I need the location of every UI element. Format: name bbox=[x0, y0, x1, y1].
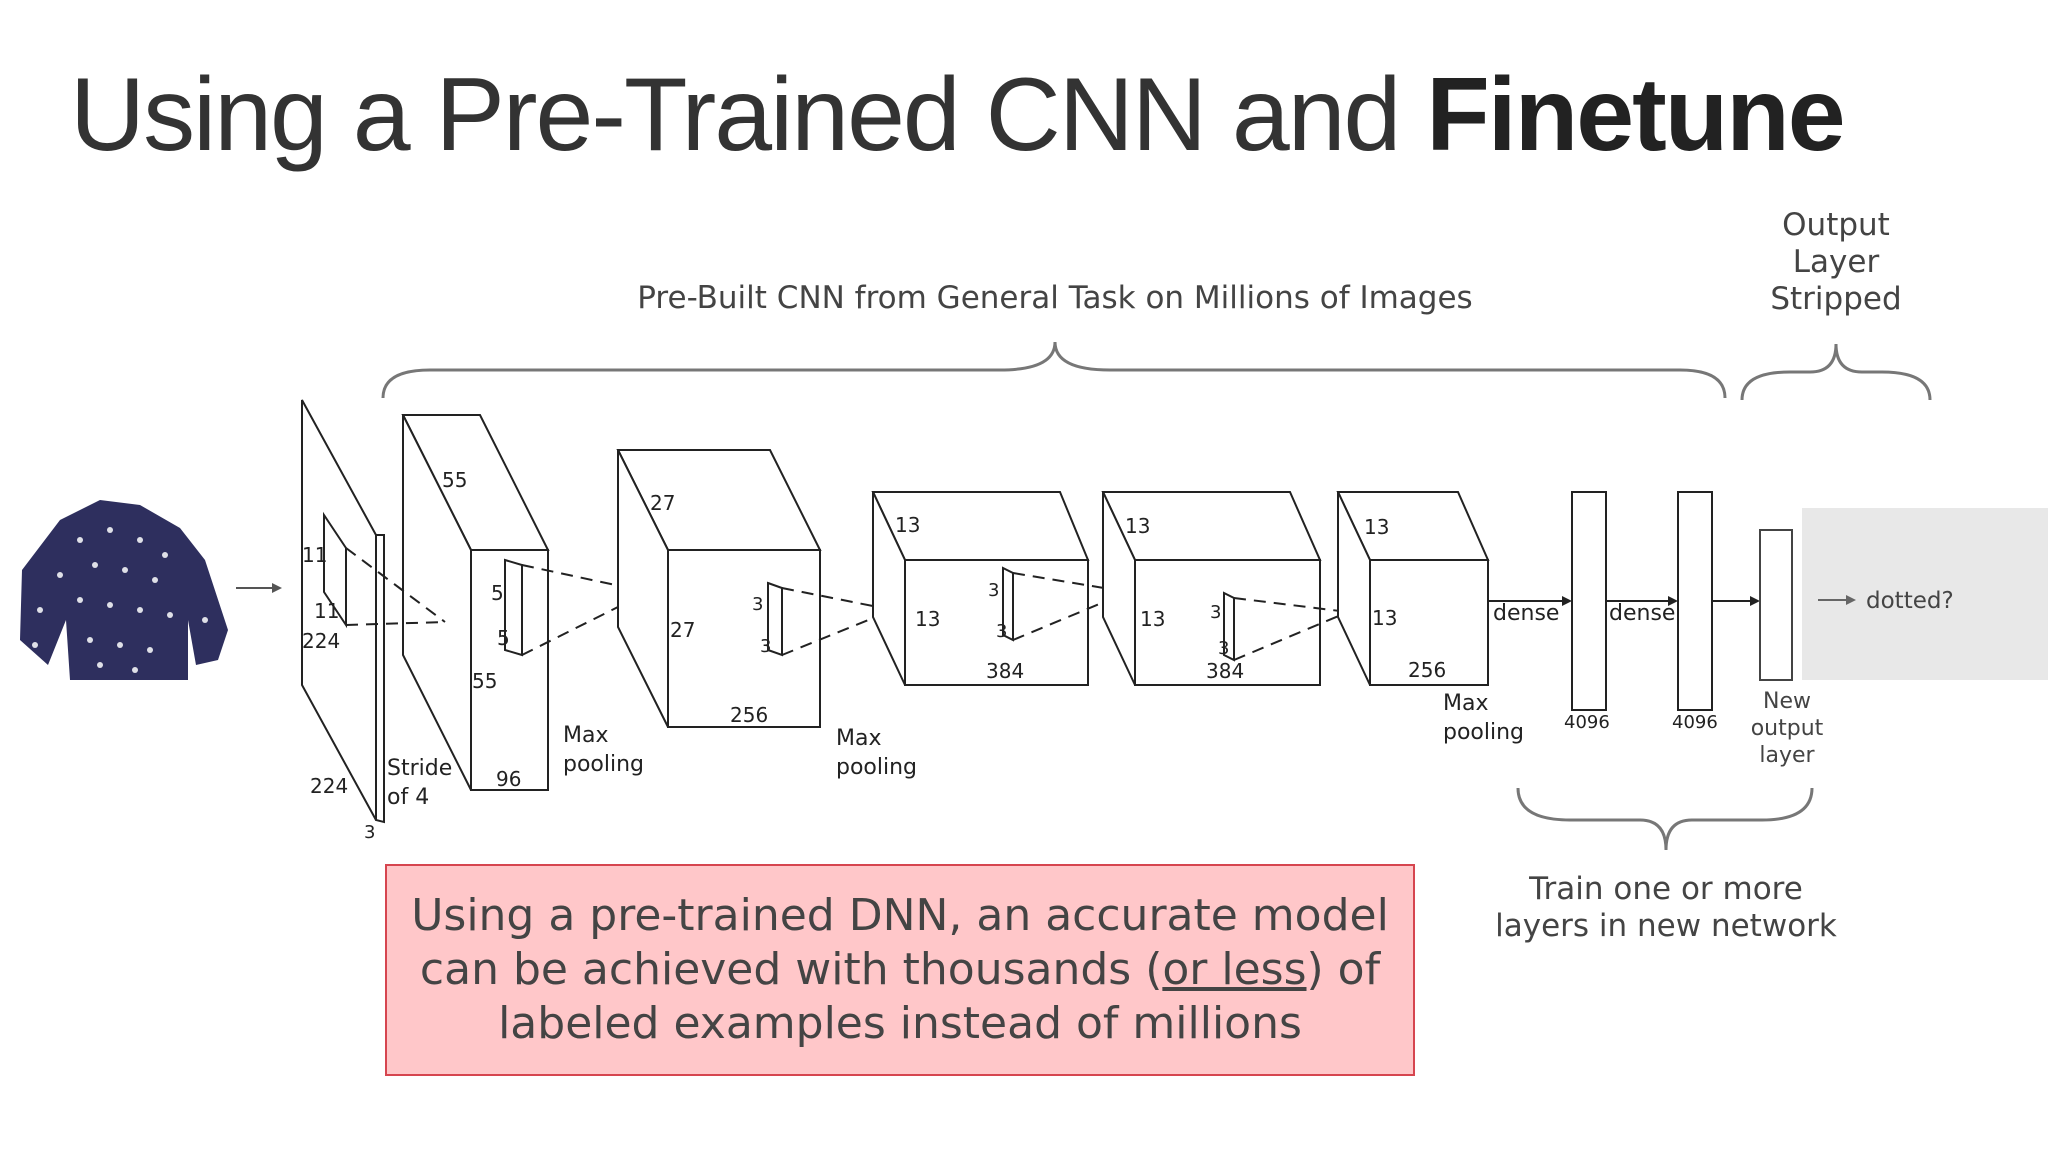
conv1-label-55b: 55 bbox=[472, 669, 497, 693]
pool1-label-2: pooling bbox=[563, 752, 644, 777]
slide-title: Using a Pre-Trained CNN and Finetune bbox=[70, 56, 1846, 175]
conv2-volume: 27 27 256 3 3 bbox=[616, 449, 822, 728]
conv4-volume: 13 13 384 3 3 bbox=[1101, 491, 1322, 686]
conv1-label-96: 96 bbox=[496, 767, 521, 791]
input-size-label-2: 224 bbox=[310, 774, 348, 798]
conv5-label-13b: 13 bbox=[1372, 606, 1397, 630]
dense1-label: dense bbox=[1493, 601, 1559, 626]
conv3-volume: 13 13 384 3 3 bbox=[871, 491, 1090, 686]
callout-text-part2: ) of labeled examples instead of million… bbox=[498, 944, 1381, 1049]
input-volume: 11 11 224 224 3 bbox=[301, 399, 385, 843]
callout-text-part1: Using a pre-trained DNN, an accurate mod… bbox=[411, 890, 1389, 995]
stripped-caption-3: Stripped bbox=[1770, 281, 1901, 317]
conv2-kernel-label-1: 3 bbox=[752, 594, 763, 615]
callout-box: Using a pre-trained DNN, an accurate mod… bbox=[385, 864, 1415, 1076]
stripped-brace bbox=[1740, 343, 1932, 401]
callout-underlined-text: or less bbox=[1162, 944, 1307, 995]
title-text: Using a Pre-Trained CNN and bbox=[70, 57, 1427, 173]
conv4-kernel-label-1: 3 bbox=[1210, 602, 1221, 623]
output-arrow-head bbox=[1750, 596, 1760, 606]
conv3-label-13a: 13 bbox=[895, 513, 920, 537]
input-size-label-1: 224 bbox=[302, 629, 340, 653]
pool3-label-2: pooling bbox=[1443, 720, 1524, 745]
dotted-arrow-head bbox=[1846, 595, 1856, 605]
stripped-caption-1: Output bbox=[1782, 207, 1890, 243]
conv2-label-27b: 27 bbox=[670, 618, 695, 642]
input-depth-label: 3 bbox=[364, 822, 375, 843]
conv3-kernel-label-1: 3 bbox=[988, 580, 999, 601]
conv1-kernel-label-1: 5 bbox=[491, 581, 504, 605]
conv2-label-256: 256 bbox=[730, 703, 768, 727]
stripped-caption-2: Layer bbox=[1793, 244, 1880, 280]
dotted-label: dotted? bbox=[1866, 588, 1954, 614]
callout-text: Using a pre-trained DNN, an accurate mod… bbox=[411, 889, 1389, 1051]
conv2-kernel-label-2: 3 bbox=[760, 636, 771, 657]
conv2-label-27a: 27 bbox=[650, 491, 675, 515]
train-caption-2: layers in new network bbox=[1495, 908, 1837, 944]
train-caption-1: Train one or more bbox=[1528, 871, 1803, 907]
conv3-label-13b: 13 bbox=[915, 607, 940, 631]
conv1-kernel-label-2: 5 bbox=[497, 626, 510, 650]
new-output-layer bbox=[1759, 529, 1793, 681]
conv1-volume: 55 55 96 5 5 bbox=[401, 414, 550, 791]
new-output-label-2: output bbox=[1751, 716, 1824, 741]
conv4-label-384: 384 bbox=[1206, 659, 1244, 683]
title-bold-text: Finetune bbox=[1426, 57, 1845, 173]
new-output-label-3: layer bbox=[1759, 743, 1815, 768]
input-kernel-label-1: 11 bbox=[302, 543, 327, 567]
prebuilt-brace bbox=[381, 341, 1727, 399]
conv3-label-384: 384 bbox=[986, 659, 1024, 683]
pool1-label-1: Max bbox=[563, 723, 608, 748]
conv4-label-13b: 13 bbox=[1140, 607, 1165, 631]
stride-label-1: Stride bbox=[387, 756, 452, 781]
conv5-volume: 13 13 256 bbox=[1336, 491, 1490, 686]
dense1-layer bbox=[1571, 491, 1607, 711]
pool2-label-1: Max bbox=[836, 726, 881, 751]
train-brace bbox=[1516, 787, 1814, 851]
dense2-layer bbox=[1677, 491, 1713, 711]
prebuilt-caption: Pre-Built CNN from General Task on Milli… bbox=[637, 280, 1472, 316]
dense2-label: dense bbox=[1609, 601, 1675, 626]
stride-label-2: of 4 bbox=[387, 785, 429, 810]
input-arrow-head bbox=[272, 583, 282, 593]
conv1-label-55a: 55 bbox=[442, 468, 467, 492]
new-output-label-1: New bbox=[1763, 689, 1811, 714]
conv3-kernel-label-2: 3 bbox=[996, 621, 1007, 642]
pool3-label-1: Max bbox=[1443, 691, 1488, 716]
dense1-size-label: 4096 bbox=[1564, 712, 1610, 733]
pool2-label-2: pooling bbox=[836, 755, 917, 780]
conv5-label-13a: 13 bbox=[1364, 515, 1389, 539]
dense2-size-label: 4096 bbox=[1672, 712, 1718, 733]
conv4-kernel-label-2: 3 bbox=[1218, 638, 1229, 659]
conv4-label-13a: 13 bbox=[1125, 514, 1150, 538]
shirt-photo-icon bbox=[20, 500, 228, 680]
gray-panel bbox=[1802, 508, 2048, 680]
conv5-label-256: 256 bbox=[1408, 658, 1446, 682]
input-kernel-label-2: 11 bbox=[314, 599, 339, 623]
dense-arrow-2-head bbox=[1668, 596, 1678, 606]
dense-arrow-1-head bbox=[1562, 596, 1572, 606]
